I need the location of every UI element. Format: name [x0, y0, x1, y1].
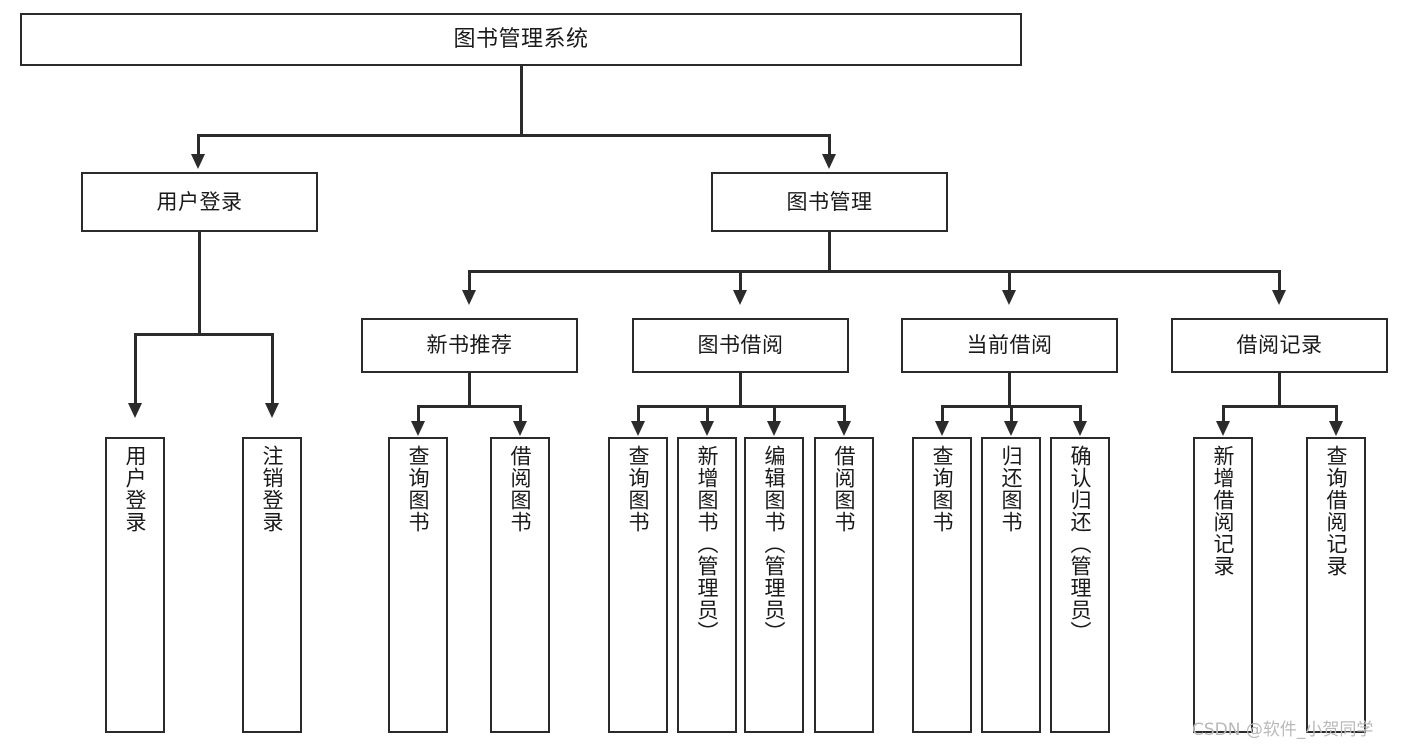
connector-nbr-drop-1 — [417, 405, 420, 423]
node-label: 借阅图书 — [508, 445, 533, 533]
connector-br-bus — [1222, 405, 1337, 408]
node-label: 查询图书 — [626, 445, 651, 533]
connector-root-drop-left — [197, 134, 200, 156]
leaf-br-add-record[interactable]: 新增借阅记录 — [1193, 437, 1253, 733]
node-label: 新增图书（管理员） — [695, 445, 720, 643]
arrow-to-new-book-recommend — [462, 290, 476, 305]
leaf-bb-query-book[interactable]: 查询图书 — [608, 437, 668, 733]
node-book-borrow[interactable]: 图书借阅 — [632, 318, 849, 373]
connector-nbr-stem — [468, 373, 471, 407]
connector-br-drop-2 — [1335, 405, 1338, 423]
node-label: 确认归还（管理员） — [1068, 445, 1093, 643]
connector-bb-drop-4 — [843, 405, 846, 423]
leaf-nbr-borrow-book[interactable]: 借阅图书 — [490, 437, 550, 733]
leaf-br-query-record[interactable]: 查询借阅记录 — [1306, 437, 1366, 733]
connector-bb-drop-3 — [773, 405, 776, 423]
arrow-bb-leaf-3 — [767, 421, 781, 436]
node-book-manage[interactable]: 图书管理 — [711, 172, 948, 232]
node-label: 图书借阅 — [697, 333, 784, 358]
connector-br-drop-1 — [1222, 405, 1225, 423]
connector-nbr-bus — [417, 405, 521, 408]
node-label: 查询图书 — [930, 445, 955, 533]
connector-nbr-drop-2 — [519, 405, 522, 423]
node-label: 新增借阅记录 — [1211, 445, 1236, 577]
leaf-cb-confirm-return-admin[interactable]: 确认归还（管理员） — [1050, 437, 1110, 733]
connector-br-stem — [1278, 373, 1281, 407]
connector-cb-stem — [1008, 373, 1011, 407]
arrow-cb-leaf-2 — [1004, 421, 1018, 436]
connector-bm-drop-2 — [739, 270, 742, 292]
node-label: 当前借阅 — [966, 333, 1053, 358]
node-label: 用户登录 — [156, 189, 243, 214]
node-label: 图书管理系统 — [453, 26, 589, 52]
connector-user-login-drop-2 — [271, 333, 274, 405]
node-label: 查询图书 — [406, 445, 431, 533]
node-label: 借阅记录 — [1236, 333, 1323, 358]
leaf-nbr-query-book[interactable]: 查询图书 — [388, 437, 448, 733]
node-borrow-record[interactable]: 借阅记录 — [1171, 318, 1388, 373]
connector-user-login-drop-1 — [134, 333, 137, 405]
csdn-watermark: CSDN @软件_小贺同学 — [1192, 720, 1374, 740]
node-label: 用户登录 — [123, 445, 148, 533]
connector-bm-drop-3 — [1008, 270, 1011, 292]
connector-bm-drop-1 — [468, 270, 471, 292]
arrow-nbr-leaf-1 — [411, 421, 425, 436]
connector-root-bus — [197, 134, 831, 137]
connector-book-manage-stem — [828, 232, 831, 272]
node-label: 借阅图书 — [832, 445, 857, 533]
node-label: 图书管理 — [786, 189, 873, 214]
connector-user-login-bus — [134, 333, 273, 336]
node-root-system[interactable]: 图书管理系统 — [20, 13, 1022, 66]
leaf-bb-add-book-admin[interactable]: 新增图书（管理员） — [677, 437, 737, 733]
node-label: 归还图书 — [999, 445, 1024, 533]
connector-cb-drop-2 — [1010, 405, 1013, 423]
arrow-to-user-login — [191, 154, 205, 169]
arrow-br-leaf-1 — [1216, 421, 1230, 436]
arrow-to-leaf-user-login — [128, 403, 142, 418]
node-user-login[interactable]: 用户登录 — [81, 172, 318, 232]
connector-cb-drop-1 — [941, 405, 944, 423]
arrow-br-leaf-2 — [1329, 421, 1343, 436]
arrow-to-borrow-record — [1272, 290, 1286, 305]
connector-root-stem — [520, 66, 523, 136]
arrow-bb-leaf-2 — [700, 421, 714, 436]
connector-book-manage-bus — [468, 270, 1280, 273]
node-label: 注销登录 — [260, 445, 285, 533]
connector-root-drop-right — [828, 134, 831, 156]
connector-user-login-stem — [198, 232, 201, 335]
connector-cb-drop-3 — [1079, 405, 1082, 423]
arrow-bb-leaf-4 — [837, 421, 851, 436]
connector-bb-drop-1 — [637, 405, 640, 423]
node-label: 查询借阅记录 — [1324, 445, 1349, 577]
leaf-bb-edit-book-admin[interactable]: 编辑图书（管理员） — [744, 437, 804, 733]
node-current-borrow[interactable]: 当前借阅 — [901, 318, 1118, 373]
connector-bb-drop-2 — [706, 405, 709, 423]
leaf-logout[interactable]: 注销登录 — [242, 437, 302, 733]
node-label: 编辑图书（管理员） — [762, 445, 787, 643]
arrow-bb-leaf-1 — [631, 421, 645, 436]
node-new-book-recommend[interactable]: 新书推荐 — [361, 318, 578, 373]
leaf-cb-query-book[interactable]: 查询图书 — [912, 437, 972, 733]
arrow-to-current-borrow — [1002, 290, 1016, 305]
arrow-nbr-leaf-2 — [513, 421, 527, 436]
arrow-to-book-borrow — [733, 290, 747, 305]
connector-bb-stem — [739, 373, 742, 407]
arrow-cb-leaf-3 — [1073, 421, 1087, 436]
node-label: 新书推荐 — [426, 333, 513, 358]
leaf-cb-return-book[interactable]: 归还图书 — [981, 437, 1041, 733]
leaf-bb-borrow-book[interactable]: 借阅图书 — [814, 437, 874, 733]
arrow-to-leaf-logout — [265, 403, 279, 418]
connector-bb-bus — [637, 405, 845, 408]
arrow-cb-leaf-1 — [935, 421, 949, 436]
connector-bm-drop-4 — [1278, 270, 1281, 292]
arrow-to-book-manage — [822, 154, 836, 169]
leaf-user-login[interactable]: 用户登录 — [105, 437, 165, 733]
